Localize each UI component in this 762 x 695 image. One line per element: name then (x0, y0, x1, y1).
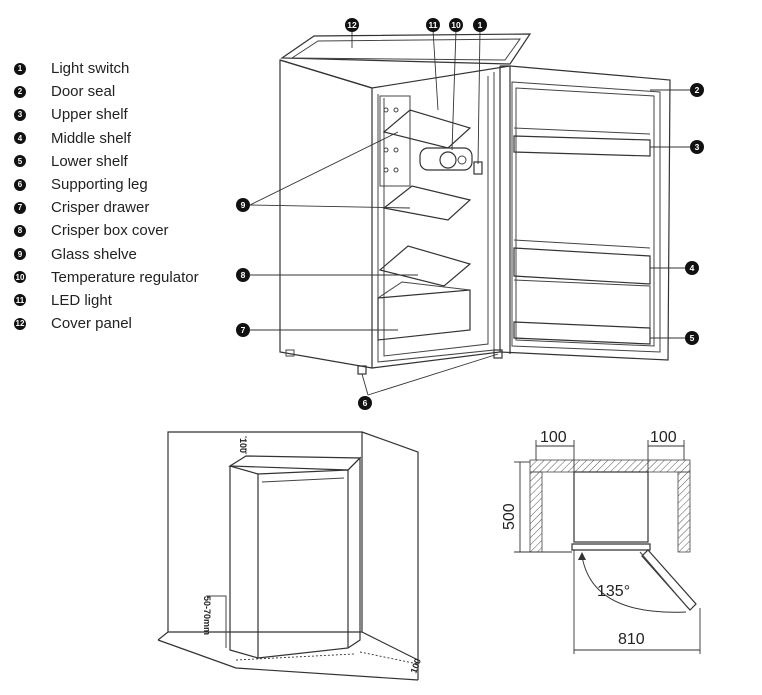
callout-12: 12 (345, 18, 359, 32)
legend-number: 5 (14, 155, 26, 168)
open-door (499, 65, 671, 361)
legend-item: 6 Supporting leg (14, 173, 244, 196)
fridge-top (228, 455, 362, 471)
legend-label: Door seal (51, 83, 116, 101)
upper-glass-shelf (382, 109, 472, 149)
door-middle-shelf (513, 247, 651, 285)
legend-number: 2 (14, 85, 26, 98)
legend-label: Supporting leg (51, 176, 148, 194)
plan-back-wall (529, 459, 691, 473)
legend-number: 10 (14, 271, 26, 284)
callout-9: 9 (236, 198, 250, 212)
parts-legend: 1 Light switch 2 Door seal 3 Upper shelf 4 M… (14, 57, 244, 335)
callout-1: 1 (473, 18, 487, 32)
legend-label: Temperature regulator (51, 268, 199, 286)
side-wall (361, 431, 419, 680)
callout-10: 10 (449, 18, 463, 32)
callout-6: 6 (358, 396, 372, 410)
legend-label: LED light (51, 291, 112, 309)
callout-8: 8 (236, 268, 250, 282)
legend-item: 4 Middle shelf (14, 127, 244, 150)
floor-edge (157, 639, 419, 681)
plan-open-door (641, 549, 697, 611)
svg-text:8: 8 (241, 270, 246, 280)
door-lower-shelf (513, 321, 651, 345)
legend-number: 1 (14, 62, 26, 75)
fridge-open-illustration: 12 11 10 1 2 3 4 5 9 8 7 6 (236, 18, 704, 410)
svg-text:9: 9 (241, 200, 246, 210)
legend-item: 11 LED light (14, 289, 244, 312)
legend-label: Light switch (51, 60, 130, 78)
svg-text:5: 5 (690, 333, 695, 343)
callout-3: 3 (690, 140, 704, 154)
legend-item: 5 Lower shelf (14, 150, 244, 173)
svg-text:7: 7 (241, 325, 246, 335)
lower-glass-shelf (382, 185, 472, 221)
door-seal (511, 81, 661, 353)
temperature-regulator (419, 147, 473, 171)
legend-item: 1 Light switch (14, 57, 244, 80)
back-wall (167, 431, 363, 633)
svg-text:6: 6 (363, 398, 368, 408)
svg-text:12: 12 (347, 20, 357, 30)
callout-11: 11 (426, 18, 440, 32)
legend-number: 11 (14, 294, 26, 307)
installation-clearance-illustration: 100 50-70mm 100 (157, 431, 423, 681)
cover-panel (280, 33, 532, 65)
legend-item: 3 Upper shelf (14, 103, 244, 126)
legend-number: 7 (14, 201, 26, 214)
legend-item: 7 Crisper drawer (14, 196, 244, 219)
door-swing-arc (581, 555, 687, 613)
legend-item: 8 Crisper box cover (14, 219, 244, 242)
svg-text:2: 2 (695, 85, 700, 95)
svg-text:4: 4 (690, 263, 695, 273)
plan-right-wall (677, 471, 691, 553)
callout-4: 4 (685, 261, 699, 275)
supporting-leg (493, 349, 503, 359)
legend-label: Crisper box cover (51, 222, 169, 240)
legend-label: Lower shelf (51, 152, 128, 170)
legend-number: 3 (14, 108, 26, 121)
cabinet-left-side (279, 59, 373, 369)
total-width-label: 810 (618, 631, 645, 648)
callout-7: 7 (236, 323, 250, 337)
legend-number: 8 (14, 224, 26, 237)
legend-label: Cover panel (51, 315, 132, 333)
callout-2: 2 (690, 83, 704, 97)
plan-view-diagram: 135° 100 100 500 810 (501, 429, 701, 654)
legend-label: Middle shelf (51, 129, 132, 147)
svg-text:10: 10 (451, 20, 461, 30)
right-clearance-label: 100 (650, 429, 677, 446)
svg-text:11: 11 (429, 20, 438, 30)
left-clearance-label: 100 (540, 429, 567, 446)
plan-left-wall (529, 471, 543, 553)
cabinet-front-frame (371, 66, 501, 369)
floor-gap-label: 50-70mm (202, 596, 212, 635)
svg-text:3: 3 (695, 142, 700, 152)
legend-item: 10 Temperature regulator (14, 266, 244, 289)
callout-5: 5 (685, 331, 699, 345)
door-angle-label: 135° (597, 583, 630, 600)
crisper-drawer (377, 289, 471, 341)
top-clearance-label: 100 (238, 438, 248, 453)
back-clearance-label: 100 (408, 657, 423, 675)
legend-number: 4 (14, 132, 26, 145)
legend-number: 9 (14, 248, 26, 261)
door-upper-shelf (513, 135, 651, 157)
plan-fridge-body (573, 471, 649, 543)
legend-label: Glass shelve (51, 245, 137, 263)
depth-label: 500 (501, 503, 518, 530)
legend-number: 6 (14, 178, 26, 191)
legend-item: 2 Door seal (14, 80, 244, 103)
floor-gap-marker (206, 595, 227, 648)
legend-item: 9 Glass shelve (14, 243, 244, 266)
legend-label: Crisper drawer (51, 199, 150, 217)
svg-text:1: 1 (478, 20, 483, 30)
legend-label: Upper shelf (51, 106, 128, 124)
legend-item: 12 Cover panel (14, 312, 244, 335)
legend-number: 12 (14, 317, 26, 330)
crisper-cover (378, 245, 472, 287)
fridge-front (257, 469, 349, 659)
